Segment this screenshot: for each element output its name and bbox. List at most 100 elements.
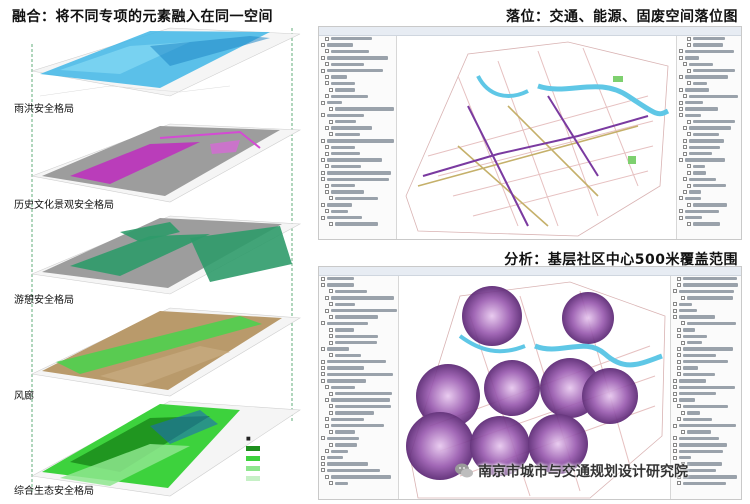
toc-entry[interactable] [319,334,398,340]
toc-entry[interactable] [319,164,396,170]
toc-entry[interactable] [677,189,741,195]
toc-entry[interactable] [319,423,398,429]
toc-entry[interactable] [677,55,741,61]
map-view-2[interactable] [400,276,669,499]
toc-entry[interactable] [677,36,741,42]
toc-entry[interactable] [671,455,741,461]
toc-entry[interactable] [319,410,398,416]
toc-entry[interactable] [319,474,398,480]
toc-entry[interactable] [319,308,398,314]
toc-entry[interactable] [671,353,741,359]
toc-entry[interactable] [677,221,741,227]
toc-entry[interactable] [677,74,741,80]
toc-entry[interactable] [671,468,741,474]
gis-toolbar-2[interactable] [319,267,741,276]
toc-entry[interactable] [319,397,398,403]
toc-entry[interactable] [319,391,398,397]
toc-entry[interactable] [671,385,741,391]
toc-entry[interactable] [319,289,398,295]
toc-entry[interactable] [677,202,741,208]
toc-entry[interactable] [319,359,398,365]
toc-entry[interactable] [319,340,398,346]
toc-entry[interactable] [319,449,398,455]
toc-entry[interactable] [677,215,741,221]
toc-entry[interactable] [671,302,741,308]
toc-entry[interactable] [319,94,396,100]
toc-entry[interactable] [319,145,396,151]
toc-entry[interactable] [677,151,741,157]
toc-entry[interactable] [319,138,396,144]
toc-entry[interactable] [677,177,741,183]
toc-entry[interactable] [319,113,396,119]
toc-entry[interactable] [319,372,398,378]
toc-entry[interactable] [671,391,741,397]
toc-entry[interactable] [319,106,396,112]
toc-entry[interactable] [319,353,398,359]
toc-entry[interactable] [671,321,741,327]
toc-entry[interactable] [677,170,741,176]
toc-entry[interactable] [319,346,398,352]
toc-entry[interactable] [671,340,741,346]
toc-entry[interactable] [319,455,398,461]
toc-entry[interactable] [319,42,396,48]
toc-entry[interactable] [671,334,741,340]
toc-entry[interactable] [319,36,396,42]
toc-entry[interactable] [319,327,398,333]
toc-entry[interactable] [319,170,396,176]
toc-entry[interactable] [677,125,741,131]
toc-entry[interactable] [671,289,741,295]
toc-entry[interactable] [677,68,741,74]
toc-entry[interactable] [319,183,396,189]
toc-entry[interactable] [319,49,396,55]
toc-entry[interactable] [319,321,398,327]
toc-entry[interactable] [677,81,741,87]
toc-entry[interactable] [319,209,396,215]
toc-entry[interactable] [671,481,741,487]
toc-entry[interactable] [319,365,398,371]
toc-entry[interactable] [677,42,741,48]
toc-entry[interactable] [319,151,396,157]
toc-entry[interactable] [671,436,741,442]
toc-entry[interactable] [677,113,741,119]
toc-entry[interactable] [319,55,396,61]
toc-entry[interactable] [677,94,741,100]
toc-entry[interactable] [671,327,741,333]
toc-entry[interactable] [319,461,398,467]
toc-entry[interactable] [319,81,396,87]
toc-entry[interactable] [671,276,741,282]
toc-entry[interactable] [319,125,396,131]
toc-entry[interactable] [319,295,398,301]
toc-entry[interactable] [671,417,741,423]
attribute-panel[interactable] [676,36,741,239]
toc-entry[interactable] [319,177,396,183]
toc-entry[interactable] [319,202,396,208]
toc-entry[interactable] [319,74,396,80]
toc-entry[interactable] [319,87,396,93]
toc-entry[interactable] [319,100,396,106]
toc-entry[interactable] [319,404,398,410]
toc-entry[interactable] [671,449,741,455]
toc-entry[interactable] [671,308,741,314]
toc-entry[interactable] [671,474,741,480]
toc-entry[interactable] [671,365,741,371]
gis-toolbar[interactable] [319,27,741,36]
toc-entry[interactable] [677,49,741,55]
toc-entry[interactable] [671,410,741,416]
toc-entry[interactable] [677,196,741,202]
toc-entry[interactable] [677,138,741,144]
toc-entry[interactable] [319,442,398,448]
toc-entry[interactable] [671,378,741,384]
toc-entry[interactable] [677,157,741,163]
toc-entry[interactable] [671,404,741,410]
toc-entry[interactable] [677,209,741,215]
table-of-contents[interactable] [319,36,397,239]
table-of-contents-2[interactable] [319,276,399,499]
toc-entry[interactable] [319,314,398,320]
toc-entry[interactable] [319,62,396,68]
toc-entry[interactable] [671,282,741,288]
toc-entry[interactable] [677,164,741,170]
toc-entry[interactable] [319,157,396,163]
toc-entry[interactable] [319,221,396,227]
toc-entry[interactable] [677,106,741,112]
toc-entry[interactable] [671,372,741,378]
